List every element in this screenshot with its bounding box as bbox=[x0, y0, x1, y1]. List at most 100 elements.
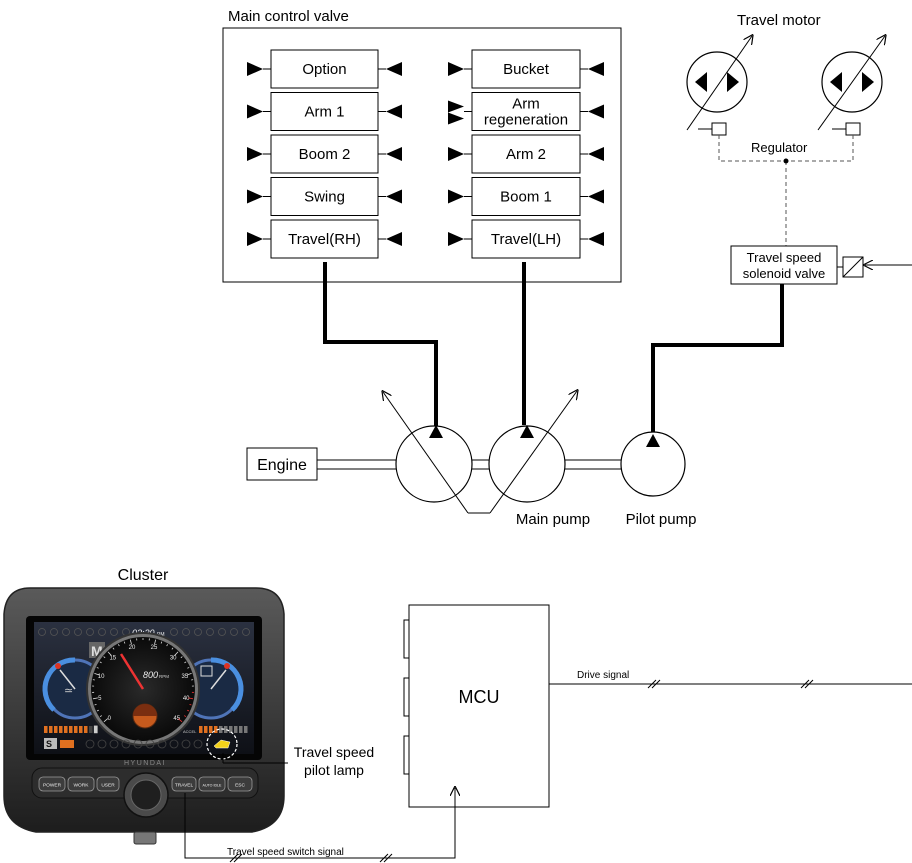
cluster-button-row: POWER WORK USER TRAVEL AUTO IDLE ESC bbox=[38, 776, 253, 792]
status-indicator-icon bbox=[97, 739, 107, 749]
pilot-lamp-label-line2: pilot lamp bbox=[304, 762, 364, 778]
status-indicator-icon bbox=[109, 739, 119, 749]
drive-signal-break-2 bbox=[800, 679, 814, 689]
accel-bar-segment bbox=[199, 726, 203, 733]
pilot-arrow-icon bbox=[448, 232, 464, 246]
pilot-arrow-icon bbox=[588, 62, 604, 76]
accel-bar-segment bbox=[224, 726, 228, 733]
rpm-tick-mark bbox=[171, 647, 174, 650]
accel-bar-segment bbox=[219, 726, 223, 733]
rpm-tick-label: 10 bbox=[98, 674, 105, 680]
rpm-tick-mark bbox=[99, 661, 102, 664]
fuel-bar-segment bbox=[44, 726, 48, 733]
regulator-label: Regulator bbox=[751, 140, 808, 155]
rpm-tick-mark bbox=[94, 704, 97, 706]
main-pump-1 bbox=[383, 392, 473, 514]
valve-spool-left-0: Option bbox=[247, 49, 402, 89]
valve-spool-left-1: Arm 1 bbox=[247, 92, 402, 131]
cluster-button-travel[interactable]: TRAVEL bbox=[171, 776, 197, 792]
fuel-bar-segment bbox=[49, 726, 53, 733]
cluster-brand: HYUNDAI bbox=[124, 760, 166, 767]
rpm-tick-mark bbox=[187, 667, 190, 669]
main-pump-label: Main pump bbox=[516, 511, 590, 528]
oil-tank-icon bbox=[200, 665, 213, 677]
cluster-button-esc[interactable]: ESC bbox=[227, 776, 253, 792]
valve-spool-left-4: Travel(RH) bbox=[247, 219, 402, 259]
main-control-valve-label: Main control valve bbox=[228, 8, 349, 25]
rpm-tick-mark bbox=[103, 656, 106, 659]
status-indicator-icon bbox=[145, 739, 155, 749]
rpm-tick-mark bbox=[129, 639, 132, 645]
cluster-mode-letter: M bbox=[91, 643, 103, 659]
fuel-bar-segment bbox=[64, 726, 68, 733]
rpm-tick-mark bbox=[184, 661, 187, 664]
cluster-button-power[interactable]: POWER bbox=[38, 776, 66, 792]
rpm-tick-mark bbox=[186, 673, 192, 676]
fuel-bar-segment bbox=[54, 726, 58, 733]
warning-indicator-icon bbox=[74, 628, 82, 636]
accel-bar-segment bbox=[209, 726, 213, 733]
accel-bar-segment bbox=[229, 726, 233, 733]
travel-speed-switch-signal-label: Travel speed switch signal bbox=[227, 847, 344, 858]
rpm-tick-mark bbox=[177, 718, 183, 723]
valve-spool-right-1-label-line1: Arm bbox=[512, 96, 540, 113]
rpm-tick-label: 30 bbox=[170, 655, 177, 661]
valve-spool-right-0-label: Bucket bbox=[503, 61, 550, 78]
mcu-connector-2 bbox=[403, 677, 410, 717]
cluster-button-label: AUTO IDLE bbox=[203, 784, 223, 788]
pilot-arrow-icon bbox=[386, 147, 402, 161]
valve-spool-left-4-label: Travel(RH) bbox=[288, 231, 361, 248]
pilot-arrow-icon bbox=[386, 62, 402, 76]
warning-indicator-icon bbox=[50, 628, 58, 636]
regulator-junction-dot bbox=[783, 158, 789, 164]
cluster-button-label: POWER bbox=[43, 783, 62, 789]
valve-spool-right-3-label: Boom 1 bbox=[500, 189, 552, 206]
travel-speed-pilot-lamp-icon bbox=[206, 728, 238, 760]
valve-spool-left-1-label: Arm 1 bbox=[304, 104, 344, 121]
rpm-tick-label: 35 bbox=[182, 674, 189, 680]
fuel-pump-icon: ▮ bbox=[93, 724, 99, 735]
valve-spool-right-2-label: Arm 2 bbox=[506, 146, 546, 163]
cluster-button-user[interactable]: USER bbox=[96, 776, 120, 792]
status-indicator-icon bbox=[181, 739, 191, 749]
solenoid-coil-icon bbox=[837, 256, 912, 278]
rpm-tick-label: 20 bbox=[129, 645, 136, 651]
pilot-arrow-icon bbox=[247, 104, 263, 119]
rpm-tick-label: 5 bbox=[98, 696, 102, 702]
rpm-tick-mark bbox=[118, 644, 120, 647]
cluster-label: Cluster bbox=[118, 567, 169, 584]
warning-indicator-icon bbox=[218, 628, 226, 636]
switch-signal-break-2 bbox=[379, 853, 393, 863]
cluster-button-label: USER bbox=[101, 783, 115, 789]
rpm-tick-label: 45 bbox=[173, 716, 180, 722]
warning-indicator-icon bbox=[62, 628, 70, 636]
warning-indicator-icon bbox=[242, 628, 250, 636]
pilot-arrow-icon bbox=[247, 232, 263, 246]
accel-bar-segment bbox=[204, 726, 208, 733]
switch-signal-break-1 bbox=[229, 853, 243, 863]
warning-indicator-icon bbox=[98, 628, 106, 636]
cluster-button-work[interactable]: WORK bbox=[67, 776, 95, 792]
mcu-connector-1 bbox=[403, 619, 410, 659]
travel-speed-switch-signal-line bbox=[184, 788, 455, 859]
cluster-button-auto-idle[interactable]: AUTO IDLE bbox=[198, 776, 226, 792]
line-solenoid-to-pilot-pump bbox=[651, 284, 784, 440]
valve-spool-left-2: Boom 2 bbox=[247, 134, 402, 174]
pilot-arrow-icon bbox=[386, 232, 402, 246]
rpm-tick-mark bbox=[180, 656, 183, 659]
rpm-tick-mark bbox=[183, 715, 187, 717]
rpm-tick-mark bbox=[92, 697, 98, 700]
pilot-arrow-icon bbox=[386, 104, 402, 119]
warning-indicator-icon bbox=[38, 628, 46, 636]
rpm-tick-mark bbox=[154, 639, 157, 645]
drive-shaft bbox=[317, 459, 622, 470]
travel-motor-label: Travel motor bbox=[737, 12, 821, 29]
status-indicator-icon bbox=[121, 739, 131, 749]
accel-bar-segment bbox=[234, 726, 238, 733]
pilot-pump-label: Pilot pump bbox=[626, 511, 697, 528]
fuel-bar-segment bbox=[59, 726, 63, 733]
rpm-tick-mark bbox=[96, 709, 99, 712]
